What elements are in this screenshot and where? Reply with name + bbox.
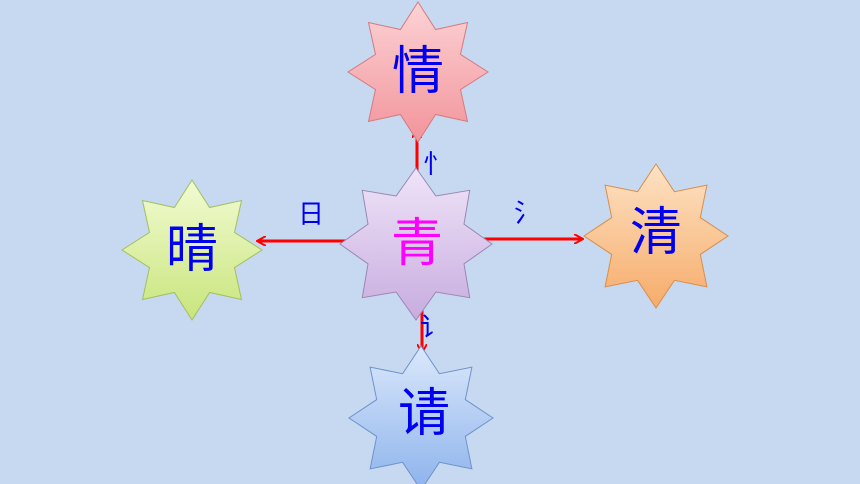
- center-char: 青: [390, 214, 444, 274]
- star-left: [121, 179, 263, 321]
- arrow-label-right: 氵: [513, 199, 541, 229]
- right-char: 清: [629, 203, 683, 263]
- left-char: 晴: [166, 224, 218, 276]
- star-right: [583, 163, 729, 309]
- bottom-char: 请: [398, 388, 450, 440]
- star-top: [347, 1, 489, 143]
- arrow-label-top: 忄: [422, 150, 450, 180]
- arrow-label-left: 日: [297, 200, 325, 230]
- arrow-label-bottom: 讠: [419, 313, 447, 343]
- star-center: [339, 167, 493, 321]
- top-char: 情: [392, 46, 444, 98]
- left-char-glyph: 晴: [165, 220, 219, 280]
- star-bottom: [348, 345, 494, 484]
- top-char-glyph: 情: [391, 42, 445, 102]
- bottom-char-glyph: 请: [397, 384, 451, 444]
